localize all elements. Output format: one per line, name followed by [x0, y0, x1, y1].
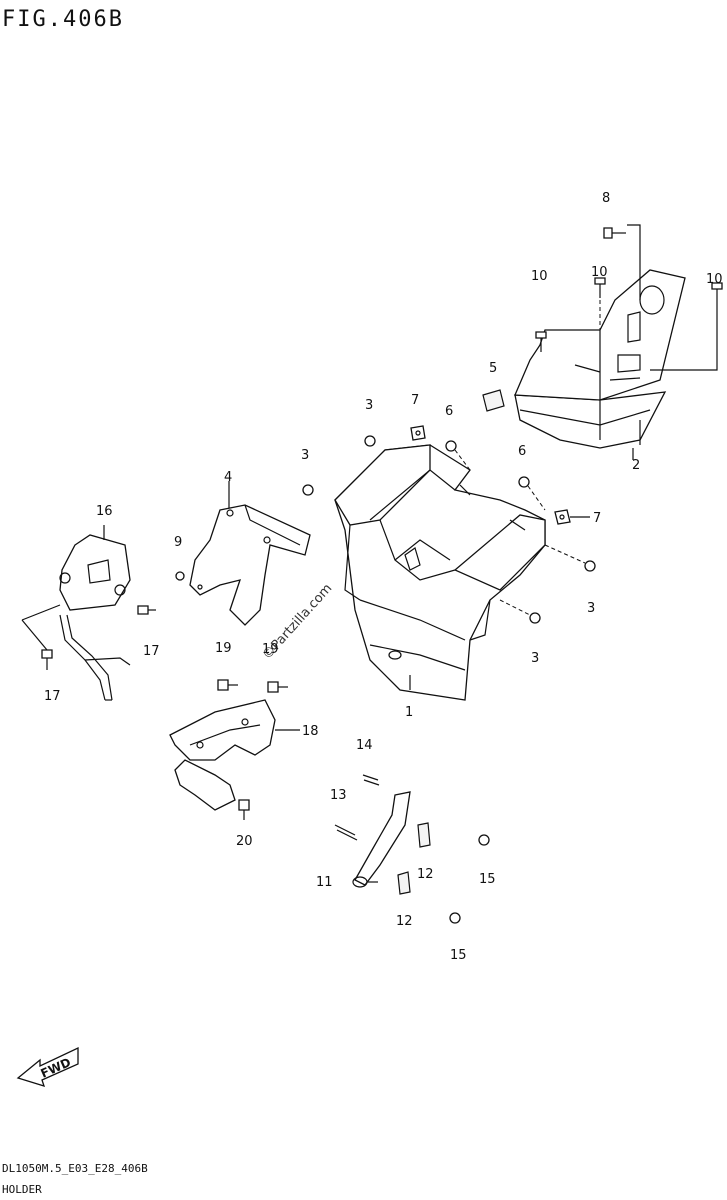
callout-14: 14	[356, 738, 373, 753]
part-18-bracket[interactable]	[169, 699, 300, 811]
callout-10c: 10	[706, 272, 723, 287]
nut-7a[interactable]	[410, 425, 426, 441]
callout-6b: 6	[518, 444, 526, 459]
part-11-strap[interactable]	[352, 791, 411, 888]
callout-3a: 3	[365, 398, 373, 413]
bolt-20[interactable]	[238, 799, 250, 820]
grommet-6b[interactable]	[518, 476, 530, 488]
bolt-3b[interactable]	[302, 484, 314, 496]
callout-19a: 19	[215, 641, 232, 656]
callout-10a: 10	[531, 269, 548, 284]
callout-7a: 7	[411, 393, 419, 408]
callout-4: 4	[224, 470, 232, 485]
figure-title: FIG.406B	[2, 7, 124, 32]
callout-9: 9	[174, 535, 182, 550]
callout-13: 13	[330, 788, 347, 803]
callout-17b: 17	[44, 689, 61, 704]
callout-6a: 6	[445, 404, 453, 419]
grommet-9[interactable]	[175, 571, 185, 581]
callout-3c: 3	[587, 601, 595, 616]
bolt-8[interactable]	[603, 227, 626, 239]
callout-3b: 3	[301, 448, 309, 463]
callout-15a: 15	[479, 872, 496, 887]
part-1-main-holder[interactable]	[334, 444, 546, 701]
fwd-arrow-icon: FWD	[16, 1046, 79, 1087]
bolt-3d[interactable]	[529, 612, 541, 624]
bolt-10b[interactable]	[594, 277, 606, 298]
bolt-3a[interactable]	[364, 435, 376, 447]
nut-15b[interactable]	[449, 912, 461, 924]
nut-7b[interactable]	[554, 509, 571, 525]
callout-1: 1	[405, 705, 413, 720]
bolt-3c[interactable]	[584, 560, 596, 572]
callout-17a: 17	[143, 644, 160, 659]
figure-name: HOLDER	[2, 1183, 42, 1196]
callout-20: 20	[236, 834, 253, 849]
callout-12a: 12	[417, 867, 434, 882]
callout-10b: 10	[591, 265, 608, 280]
bolt-19b[interactable]	[267, 681, 288, 693]
callout-2: 2	[632, 458, 640, 473]
callout-11: 11	[316, 875, 333, 890]
part-5-pad[interactable]	[482, 389, 505, 412]
bolt-10a[interactable]	[535, 331, 547, 352]
grommet-6a[interactable]	[445, 440, 457, 452]
nut-15a[interactable]	[478, 834, 490, 846]
callout-19b: 19	[262, 642, 279, 657]
part-12b-pad[interactable]	[397, 871, 411, 895]
figure-code: DL1050M.5_E03_E28_406B	[2, 1162, 148, 1175]
callout-8: 8	[602, 191, 610, 206]
part-12a-pad[interactable]	[417, 822, 431, 848]
bolt-17a[interactable]	[137, 605, 156, 615]
callout-labels: 1 2 3 3 3 3 4 5 6 6 7 7 8 9 10 10 10 11 …	[44, 191, 723, 963]
callout-15b: 15	[450, 948, 467, 963]
bolt-19a[interactable]	[217, 679, 238, 691]
part-2-holder-plate[interactable]	[514, 269, 686, 449]
callout-7b: 7	[593, 511, 601, 526]
bolt-17b[interactable]	[41, 649, 53, 670]
bolt-13[interactable]	[334, 824, 358, 841]
bolt-10c[interactable]	[711, 282, 723, 303]
callout-3d: 3	[531, 651, 539, 666]
callout-12b: 12	[396, 914, 413, 929]
callout-16: 16	[96, 504, 113, 519]
callout-18: 18	[302, 724, 319, 739]
bolt-14[interactable]	[362, 774, 380, 786]
part-4-bracket[interactable]	[189, 481, 311, 626]
part-16-bracket[interactable]	[59, 525, 131, 701]
callout-5: 5	[489, 361, 497, 376]
